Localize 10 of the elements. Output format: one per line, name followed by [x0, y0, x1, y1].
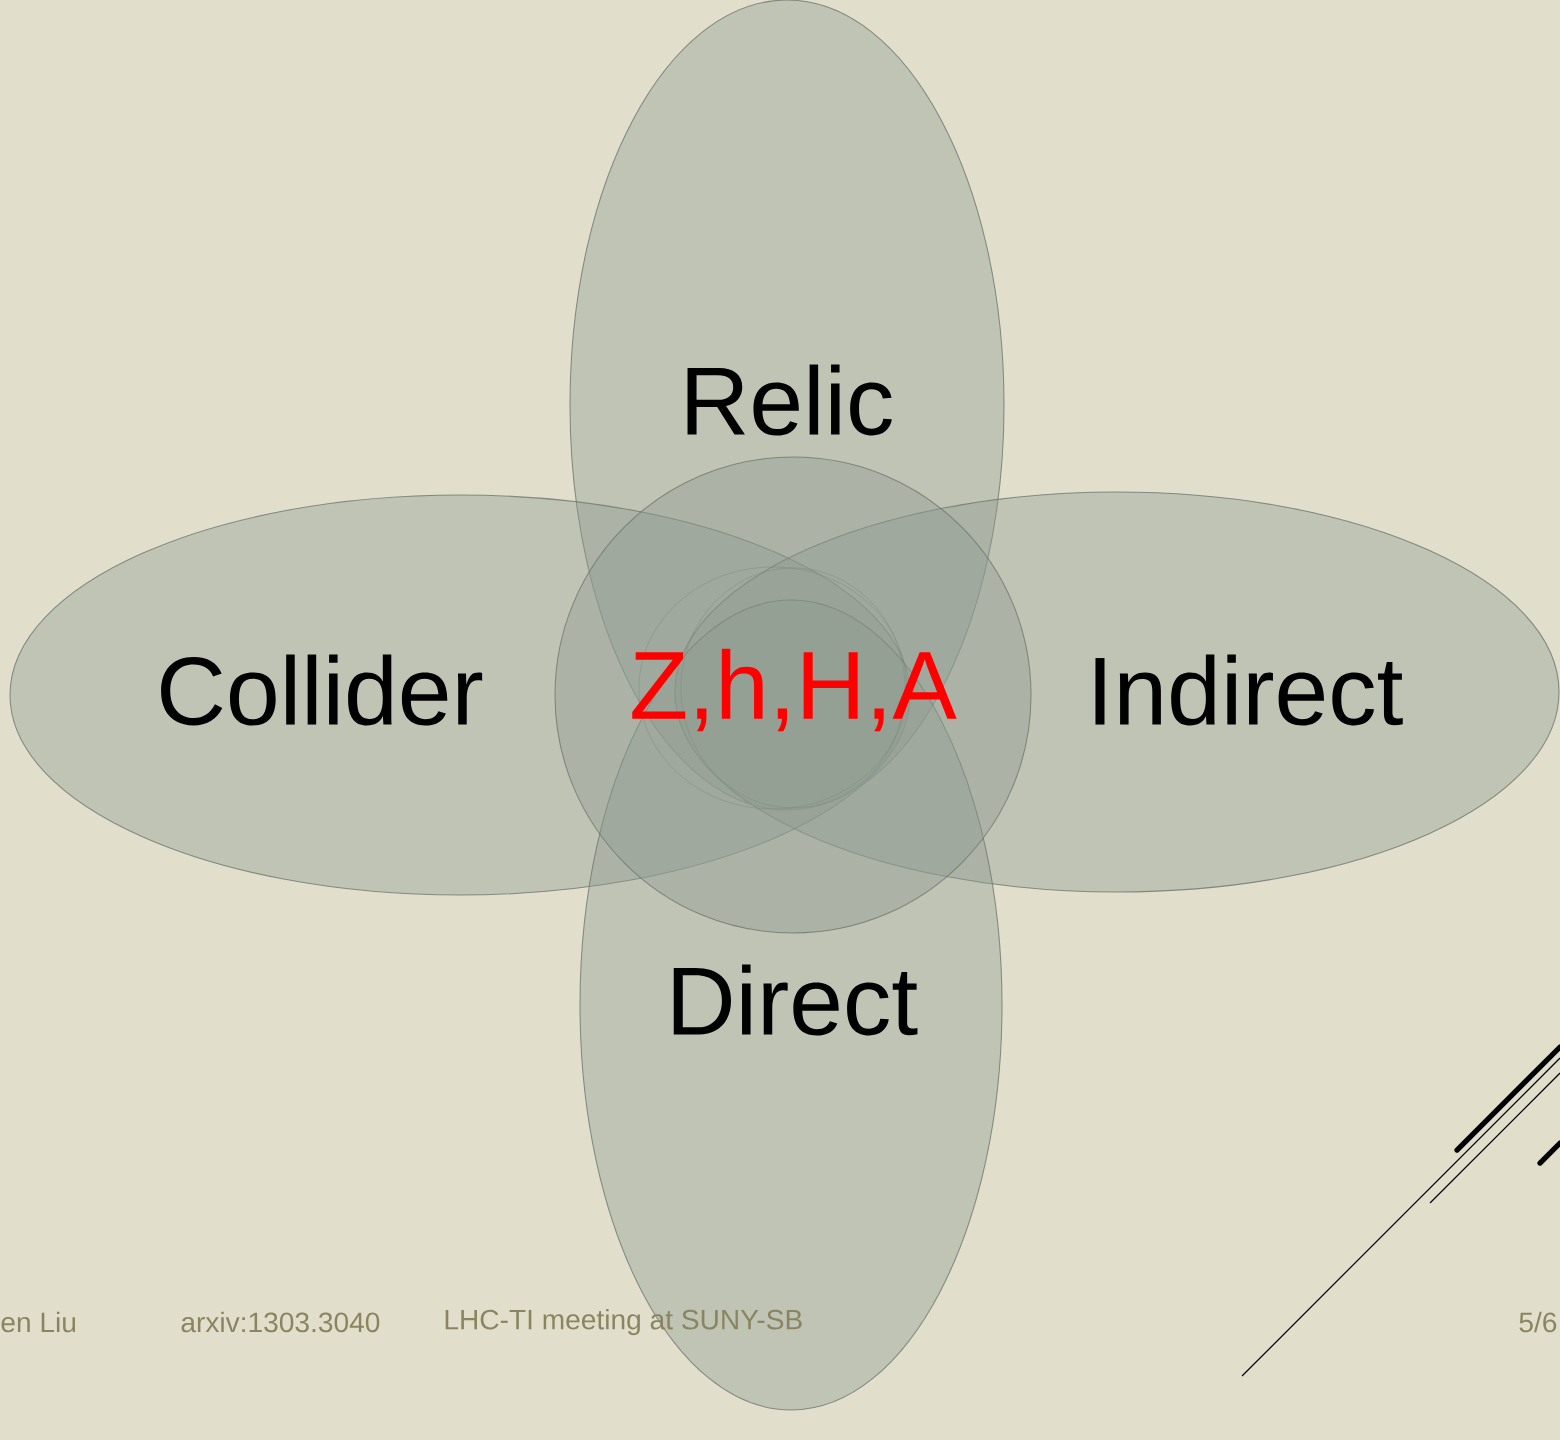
footer-text: en Liu [1, 1311, 76, 1333]
region-label: Direct [673, 964, 918, 1036]
circle-region [554, 456, 1032, 934]
footer-text: 5/6 [1519, 1311, 1557, 1333]
region-label: Indirect [1095, 654, 1403, 726]
region-label: Collider [161, 654, 483, 726]
region-label: Relic [687, 364, 892, 436]
region-label: Z,h,H,A [632, 648, 957, 732]
footer-text: arxiv:1303.3040 [181, 1311, 380, 1333]
footer-text: LHC-TI meeting at SUNY-SB [445, 1308, 802, 1336]
